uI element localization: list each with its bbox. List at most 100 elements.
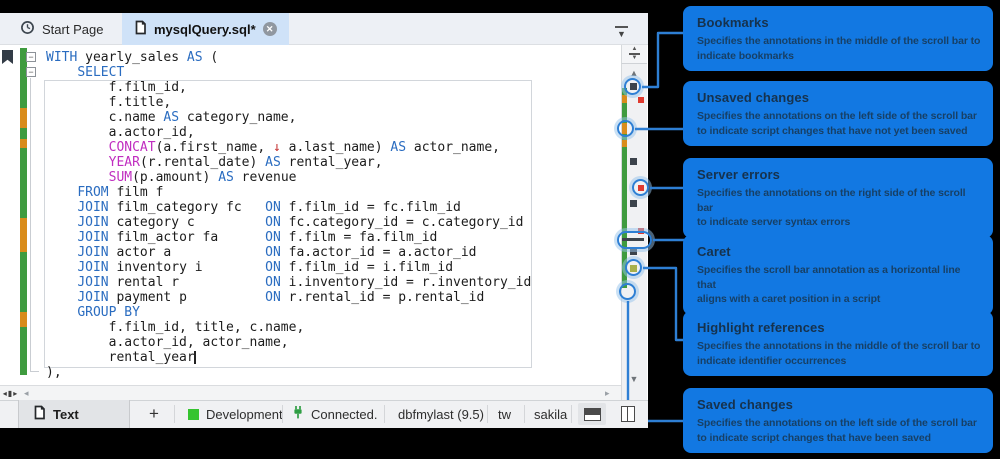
callout-title: Unsaved changes [697,90,810,105]
callout-title: Highlight references [697,320,825,335]
callout-body: Specifies the scroll bar annotation as a… [697,264,961,306]
caret-annotation-ring [617,231,652,249]
schema-indicator[interactable]: sakila [534,400,567,428]
code-line[interactable]: f.film_id, [46,80,187,95]
scrollbar-bookmark-mark[interactable] [630,200,637,207]
code-text[interactable]: WITH yearly_sales AS ( SELECT f.film_id,… [46,50,531,380]
vertical-split-icon [621,406,635,422]
callout-title: Server errors [697,167,780,182]
callout-saved-changes: Saved changes Specifies the annotations … [683,388,993,454]
unsaved-annotation-ring [617,120,634,137]
fold-guide-line [30,78,31,371]
document-tab-bar [0,13,648,45]
code-line[interactable]: GROUP BY [77,305,140,320]
horizontal-layout-button[interactable] [578,403,606,425]
code-line[interactable]: f.film_id, title, c.name, [46,320,305,335]
scroll-right-icon[interactable]: ▸ [605,388,610,398]
callout-body: Specifies the annotations in the middle … [697,35,981,62]
code-line[interactable]: JOIN inventory i ON f.film_id = i.film_i… [77,260,454,275]
code-line[interactable]: JOIN category c ON fc.category_id = c.ca… [77,215,524,230]
add-view-button[interactable]: + [149,404,159,423]
tab-label: mysqlQuery.sql* [154,21,256,37]
separator [282,405,283,423]
scrollbar-corner [621,385,647,400]
callout-title: Bookmarks [697,15,769,30]
horizontal-scrollbar[interactable] [0,385,621,400]
scrollbar-bookmark-mark[interactable] [630,248,637,255]
scrollbar-unsaved-change-mark[interactable] [622,140,627,147]
text-view-tab[interactable]: Text [18,400,130,428]
code-line[interactable]: JOIN rental r ON i.inventory_id = r.inve… [77,275,532,290]
vertical-splitter-grip[interactable]: ◂▮▸ [2,388,18,398]
code-line[interactable]: JOIN film_actor fa ON f.film = fa.film_i… [77,230,438,245]
editor-splitter-handle[interactable]: ▲ ▼ [621,45,647,64]
scroll-down-icon[interactable]: ▼ [629,374,639,384]
code-line[interactable]: f.title, [46,95,172,110]
vertical-layout-button[interactable] [616,403,640,425]
fold-collapse-icon[interactable]: − [26,52,36,62]
callout-caret: Caret Specifies the scroll bar annotatio… [683,235,993,316]
connection-status-label: Connected. [311,406,378,422]
separator [487,405,488,423]
connection-status[interactable]: Connected. [292,400,378,428]
code-line[interactable]: a.actor_id, [46,125,195,140]
splitter-down-icon: ▼ [631,55,638,61]
close-tab-icon[interactable]: ✕ [262,22,277,36]
bookmark-annotation-ring [624,78,641,95]
scrollbar-caret-mark[interactable] [622,238,644,241]
saved-annotation-ring [619,283,636,300]
scrollbar-server-error-mark[interactable] [638,97,644,103]
database-label: dbfmylast (9.5) [398,406,484,422]
code-line[interactable]: c.name AS category_name, [46,110,297,125]
separator [571,405,572,423]
plug-icon [292,405,304,423]
sql-editor[interactable] [0,45,621,385]
saved-change-mark [20,252,27,312]
callout-body: Specifies the annotations on the left si… [697,110,977,137]
tab-mysqlquery[interactable]: mysqlQuery.sql* ✕ [122,13,289,45]
scroll-left-icon[interactable]: ◂ [24,388,29,398]
highlight-connector [643,266,684,342]
user-label: tw [498,406,511,422]
scrollbar-unsaved-change-mark[interactable] [622,95,627,103]
callout-title: Saved changes [697,397,793,412]
callout-body: Specifies the annotations in the middle … [697,340,981,367]
database-indicator[interactable]: dbfmylast (9.5) [398,400,484,428]
scrollbar-saved-changes-bar[interactable] [622,88,627,288]
unsaved-change-mark [20,139,27,148]
code-line[interactable]: JOIN payment p ON r.rental_id = p.rental… [77,290,485,305]
code-region-outline [44,80,532,368]
separator [524,405,525,423]
horizontal-split-icon [583,407,601,421]
tab-list-dropdown-icon[interactable]: ▼ [615,26,628,39]
code-line[interactable]: WITH yearly_sales AS ( [46,50,219,65]
callout-unsaved-changes: Unsaved changes Specifies the annotation… [683,81,993,147]
callout-body: Specifies the annotations on the right s… [697,187,966,229]
tab-start-page[interactable]: Start Page [8,13,115,45]
code-line[interactable]: JOIN film_category fc ON f.film_id = fc.… [77,200,461,215]
code-line[interactable]: SELECT [77,65,125,80]
code-line[interactable]: CONCAT(a.first_name, ↓ a.last_name) AS a… [108,140,500,155]
code-line[interactable]: a.actor_id, actor_name, [46,335,289,350]
category-color-icon [188,408,199,420]
fold-collapse-icon[interactable]: − [26,67,36,77]
text-tab-label: Text [53,406,79,422]
scroll-up-icon[interactable]: ▲ [629,68,639,78]
scrollbar-bookmark-mark[interactable] [630,158,637,165]
code-line[interactable]: ), [46,365,62,380]
saved-change-mark [20,148,27,218]
callout-server-errors: Server errors Specifies the annotations … [683,158,993,239]
code-line[interactable]: SUM(p.amount) AS revenue [108,170,297,185]
saved-change-mark [20,48,27,108]
code-line[interactable]: YEAR(r.rental_date) AS rental_year, [108,155,383,170]
schema-label: sakila [534,406,568,422]
code-line[interactable]: JOIN actor a ON fa.actor_id = a.actor_id [77,245,477,260]
unsaved-change-mark [20,108,27,128]
user-indicator[interactable]: tw [498,400,511,428]
code-line[interactable]: rental_year [46,350,195,365]
callout-highlight-references: Highlight references Specifies the annot… [683,311,993,377]
code-line[interactable]: FROM film f [77,185,164,200]
text-caret [194,351,196,364]
connection-category[interactable]: Development [188,400,283,428]
